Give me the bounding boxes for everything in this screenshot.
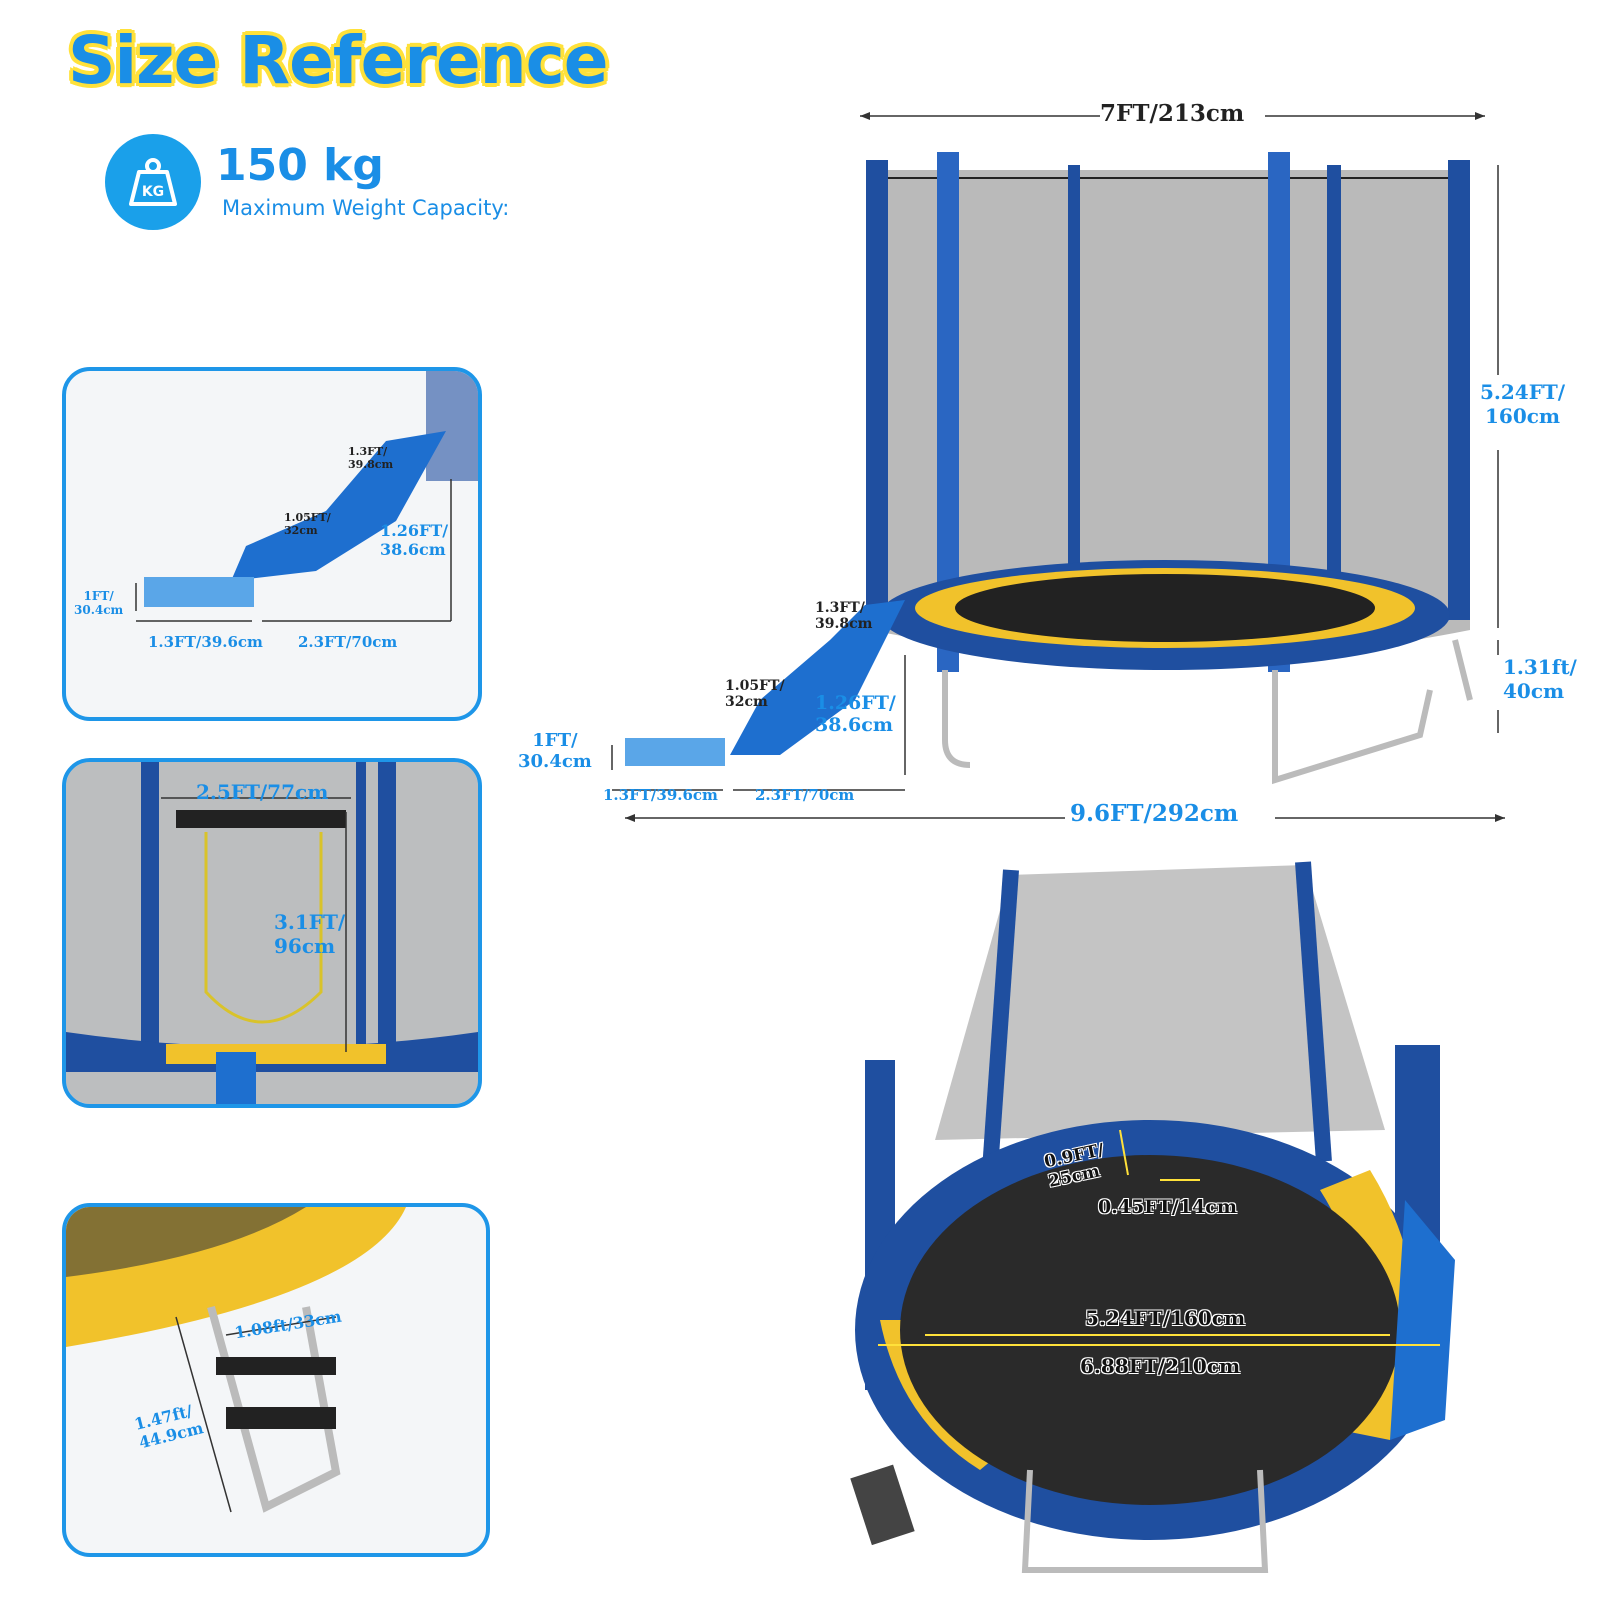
kg-weight-icon: KG	[129, 158, 177, 206]
ladder-illustration	[66, 1207, 406, 1513]
dim-total-length: 9.6FT/292cm	[1070, 800, 1239, 827]
top-spring: 0.45FT/14cm	[1098, 1196, 1237, 1218]
door-width: 2.5FT/77cm	[196, 780, 329, 804]
dim-slide-foot: 1FT/ 30.4cm	[518, 730, 592, 772]
slide-panel-base1: 1.3FT/39.6cm	[148, 633, 263, 651]
dim-leg-height: 1.31ft/ 40cm	[1503, 655, 1577, 703]
dim-slide-top: 1.3FT/ 39.8cm	[815, 600, 873, 632]
weight-value: 150 kg	[216, 140, 384, 191]
weight-label: Maximum Weight Capacity:	[222, 196, 510, 220]
page-title: Size Reference	[68, 22, 609, 99]
slide-panel-mid: 1.05FT/ 32cm	[284, 511, 331, 537]
slide-panel-foot: 1FT/ 30.4cm	[74, 589, 124, 617]
door-detail-panel: 2.5FT/77cm 3.1FT/ 96cm	[62, 758, 482, 1108]
door-height: 3.1FT/ 96cm	[274, 910, 346, 958]
dim-slide-base1: 1.3FT/39.6cm	[603, 786, 718, 804]
dim-width-top: 7FT/213cm	[1100, 100, 1245, 127]
ladder-detail-panel: 1.08ft/33cm 1.47ft/ 44.9cm	[62, 1203, 490, 1557]
top-outer-diameter: 6.88FT/210cm	[1080, 1354, 1241, 1378]
weight-badge: KG	[105, 134, 201, 230]
dim-slide-base2: 2.3FT/70cm	[755, 786, 855, 804]
slide-illustration	[135, 371, 478, 622]
slide-detail-panel: 1.3FT/ 39.8cm 1.05FT/ 32cm 1.26FT/ 38.6c…	[62, 367, 482, 721]
dim-height-right: 5.24FT/ 160cm	[1480, 380, 1566, 428]
kg-icon-text: KG	[142, 184, 164, 200]
top-inner-diameter: 5.24FT/160cm	[1085, 1306, 1246, 1330]
slide-panel-height: 1.26FT/ 38.6cm	[380, 521, 449, 559]
dim-slide-mid: 1.05FT/ 32cm	[725, 678, 785, 710]
slide-panel-top: 1.3FT/ 39.8cm	[348, 445, 394, 471]
top-pad-width: 0.9FT/ 25cm	[1042, 1140, 1106, 1192]
dim-slide-height: 1.26FT/ 38.6cm	[815, 692, 896, 736]
slide-panel-base2: 2.3FT/70cm	[298, 633, 398, 651]
door-illustration	[66, 762, 478, 1104]
